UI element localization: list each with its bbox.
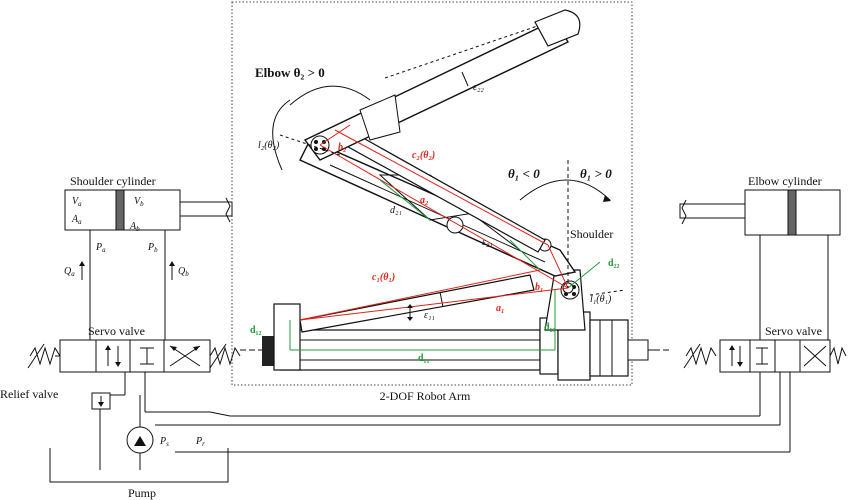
servo-valve-right-label: Servo valve <box>765 324 822 338</box>
label-Pa: Pa <box>95 242 106 254</box>
elbow-angle-label: Elbow θ₂ > 0 <box>255 65 325 80</box>
label-Qb: Qb <box>178 266 189 278</box>
label-Pb: Pb <box>147 242 158 254</box>
servo-valve-left <box>59 339 211 373</box>
theta1-positive-label: θ₁ > 0 <box>580 166 612 181</box>
b2-label: b₂ <box>338 142 347 153</box>
robot-arm <box>240 9 670 381</box>
c2-label: c₂(θ₂) <box>412 150 435 161</box>
d22-label: d₂₂ <box>608 258 620 269</box>
l1-label: l₁(θ₁) <box>590 294 612 305</box>
label-Pr: Pr <box>195 436 205 448</box>
forearm-link <box>303 19 569 161</box>
elbow-cylinder-label: Elbow cylinder <box>748 174 822 188</box>
servo-valve-left-label: Servo valve <box>88 324 145 338</box>
theta1-negative-label: θ₁ < 0 <box>508 166 540 181</box>
e11-label: ε₁₁ <box>424 310 435 321</box>
end-effector <box>534 9 581 47</box>
label-Qa: Qa <box>64 266 75 278</box>
a1-label: a₁ <box>496 303 505 314</box>
b1-label: b₁ <box>535 282 544 293</box>
e21-label: ε₂₁ <box>482 237 493 248</box>
shoulder-label: Shoulder <box>570 227 613 241</box>
shoulder-actuator <box>299 274 535 333</box>
label-Aa: Aa <box>71 214 82 226</box>
base-end-cap <box>262 336 274 366</box>
l2-label: l₂(θ₂) <box>258 140 280 151</box>
pump-label: Pump <box>128 486 156 500</box>
upper-arm-link <box>299 139 577 277</box>
relief-valve-label: Relief valve <box>0 387 58 401</box>
label-Ab: Ab <box>129 221 140 233</box>
label-Va: Va <box>72 196 82 208</box>
robot-arm-frame <box>231 1 633 386</box>
shoulder-cylinder-rod <box>179 201 233 217</box>
d13-label: d₁₃ <box>544 322 556 333</box>
shoulder-cylinder-label: Shoulder cylinder <box>70 174 156 188</box>
elbow-cylinder-rod <box>679 203 746 219</box>
a2-label: a₂ <box>420 195 429 206</box>
robot-arm-title: 2-DOF Robot Arm <box>380 389 471 403</box>
red-kinematic-lines <box>299 124 569 321</box>
d12-label: d₁₂ <box>250 325 262 336</box>
e22-label: ε₂₂ <box>473 82 484 93</box>
c1-label: c₁(θ₁) <box>372 272 395 283</box>
label-Ps: Ps <box>159 436 169 448</box>
green-kinematic-lines <box>289 179 601 351</box>
shoulder-cylinder-piston <box>115 189 125 231</box>
label-Vb: Vb <box>134 196 144 208</box>
right-hydraulic-circuit: Elbow cylinder Servo valve <box>679 174 847 373</box>
d11-label: d₁₁ <box>418 353 430 364</box>
d21-label: d₂₁ <box>390 205 402 216</box>
left-hydraulic-circuit: Shoulder cylinder Va Aa Vb Ab Pa Pb Qa Q… <box>0 174 241 500</box>
